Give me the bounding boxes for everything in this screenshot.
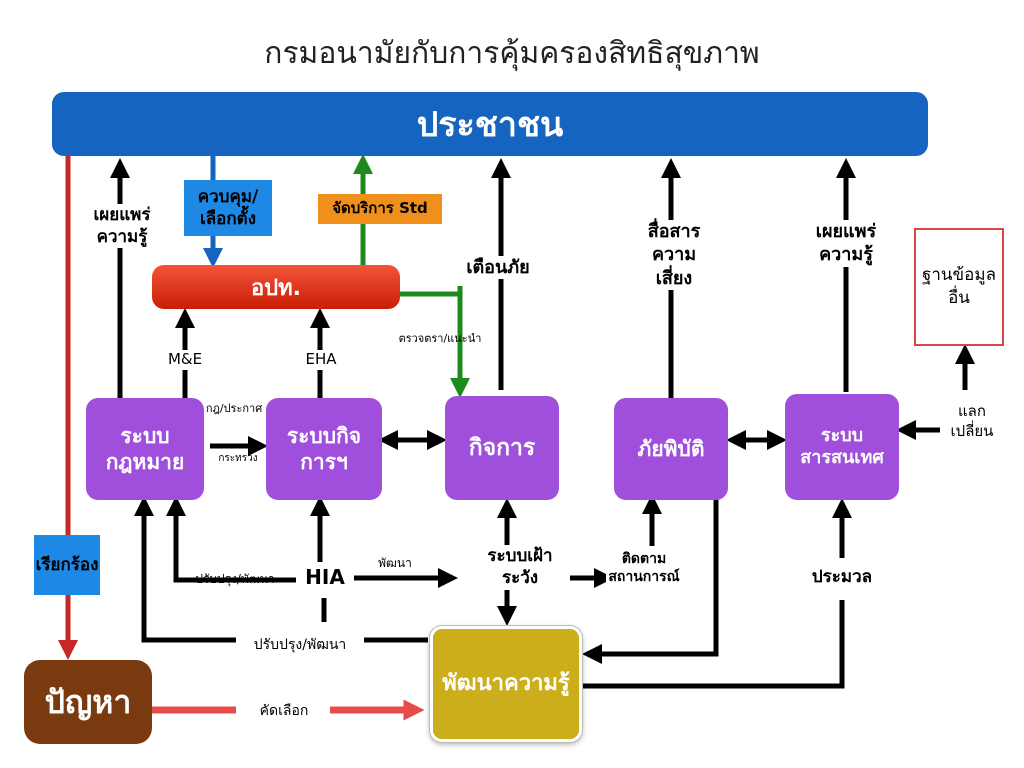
law-system-box: ระบบกฎหมาย <box>86 398 204 500</box>
activities-box: กิจการ <box>445 396 559 500</box>
improve-hia-label: ปรับปรุง/พัฒนา <box>195 572 275 586</box>
risk-comm-label: สื่อสารความเสี่ยง <box>634 220 714 291</box>
me-label: M&E <box>158 350 212 370</box>
public-banner: ประชาชน <box>52 92 928 156</box>
hia-label: HIA <box>296 564 354 590</box>
disaster-to-knowledge-line <box>582 498 719 664</box>
disaster-box: ภัยพิบัติ <box>614 398 728 500</box>
process-label: ประมวล <box>796 566 888 589</box>
info-system-box: ระบบสารสนเทศ <box>785 394 899 500</box>
exchange-label: แลกเปลี่ยน <box>950 402 994 440</box>
page-title: กรมอนามัยกับการคุ้มครองสิทธิสุขภาพ <box>264 36 760 71</box>
select-label: คัดเลือก <box>259 703 309 719</box>
improve-bottom-label: ปรับปรุง/พัฒนา <box>236 636 364 655</box>
disseminate-left-label: เผยแพร่ความรู้ <box>76 204 168 249</box>
local-agency-box: อปท. <box>152 265 400 309</box>
knowledge-to-info-line <box>582 600 845 689</box>
control-label: ควบคุม/เลือกตั้ง <box>184 180 272 236</box>
inspect-label: ตรวจตรา/แนะนำ <box>398 332 482 345</box>
problem-box: ปัญหา <box>24 660 152 744</box>
health-affairs-box: ระบบกิจการฯ <box>266 398 382 500</box>
disseminate-right-label: เผยแพร่ความรู้ <box>800 220 892 267</box>
surveillance-label: ระบบเฝ้าระวัง <box>470 545 570 590</box>
other-data-box: ฐานข้อมูลอื่น <box>914 228 1004 346</box>
develop-label: พัฒนา <box>378 556 412 570</box>
regulation-label: กฎ/ประกาศ <box>205 402 263 415</box>
eha-label: EHA <box>294 350 348 370</box>
ministry-label: กระทรวง <box>218 453 258 464</box>
knowledge-dev-box: พัฒนาความรู้ <box>430 626 582 742</box>
petition-label: เรียกร้อง <box>34 535 100 595</box>
service-std-label: จัดบริการ Std <box>318 194 442 224</box>
monitoring-label: ติดตามสถานการณ์ <box>606 550 682 587</box>
hia-to-law-line <box>166 496 300 583</box>
warn-label: เตือนภัย <box>450 256 546 280</box>
